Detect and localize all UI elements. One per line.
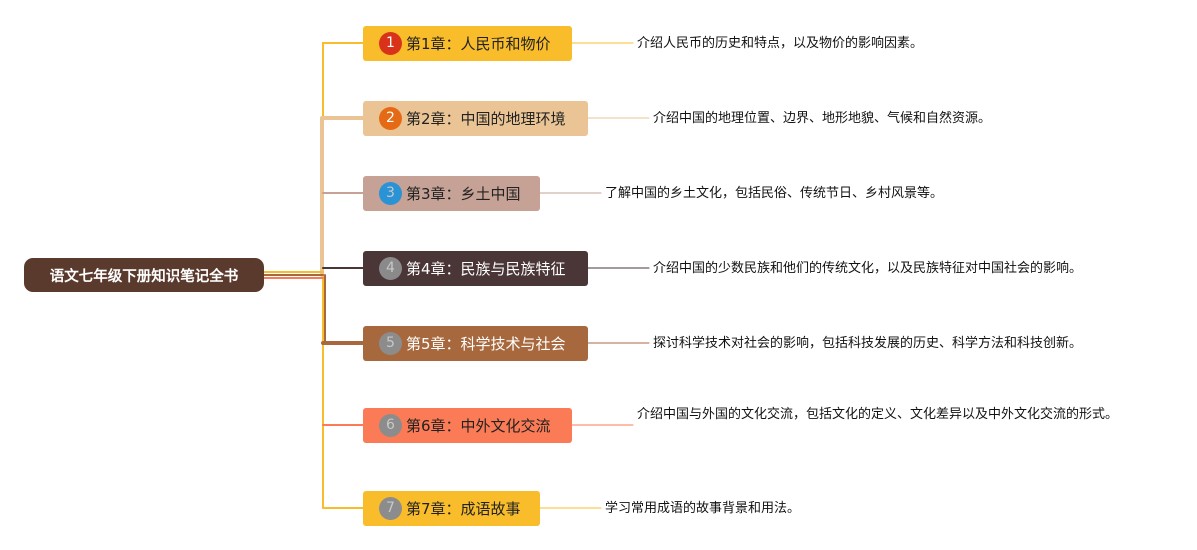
chapter-label: 第1章：人民币和物价 — [406, 34, 551, 53]
chapter-label: 第7章：成语故事 — [406, 499, 521, 518]
chapter-description-7: 学习常用成语的故事背景和用法。 — [605, 501, 801, 516]
chapter-number-badge: 7 — [379, 496, 402, 520]
chapter-description-2: 介绍中国的地理位置、边界、地形地貌、气候和自然资源。 — [653, 111, 992, 126]
root-topic[interactable]: 语文七年级下册知识笔记全书 — [24, 258, 264, 292]
chapter-label: 第4章：民族与民族特征 — [406, 259, 566, 278]
chapter-label: 第3章：乡土中国 — [406, 184, 521, 203]
chapter-label: 第2章：中国的地理环境 — [406, 109, 566, 128]
chapter-description-4: 介绍中国的少数民族和他们的传统文化，以及民族特征对中国社会的影响。 — [653, 261, 1083, 276]
chapter-description-5: 探讨科学技术对社会的影响，包括科技发展的历史、科学方法和科技创新。 — [653, 336, 1083, 351]
chapter-number-badge: 5 — [379, 331, 402, 355]
chapter-number-badge: 4 — [379, 256, 402, 280]
chapter-description-1: 介绍人民币的历史和特点，以及物价的影响因素。 — [637, 36, 924, 51]
chapter-description-3: 了解中国的乡土文化，包括民俗、传统节日、乡村风景等。 — [605, 186, 944, 201]
chapter-label: 第6章：中外文化交流 — [406, 416, 551, 435]
chapter-number-badge: 1 — [379, 31, 402, 55]
chapter-description-6: 介绍中国与外国的文化交流，包括文化的定义、文化差异以及中外文化交流的形式。 — [637, 407, 1119, 422]
chapter-label: 第5章：科学技术与社会 — [406, 334, 566, 353]
chapter-number-badge: 6 — [379, 413, 402, 437]
chapter-number-badge: 2 — [379, 106, 402, 130]
chapter-number-badge: 3 — [379, 181, 402, 205]
